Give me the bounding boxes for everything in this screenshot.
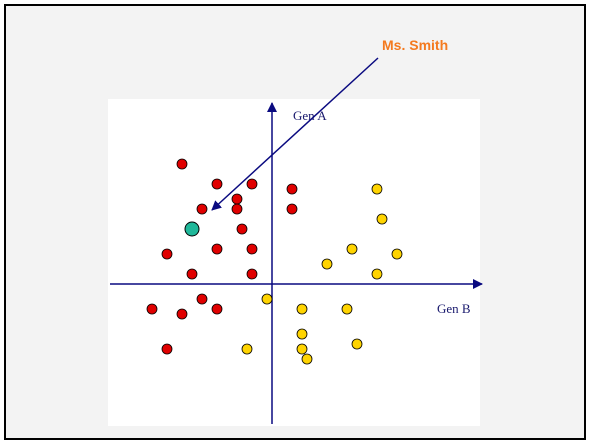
yellow-point — [301, 353, 313, 365]
red-point — [176, 158, 188, 170]
red-point — [176, 308, 188, 320]
red-point — [161, 248, 173, 260]
yellow-point — [296, 303, 308, 315]
red-point — [286, 183, 298, 195]
red-point — [196, 203, 208, 215]
red-point — [246, 268, 258, 280]
red-point — [186, 268, 198, 280]
yellow-point — [341, 303, 353, 315]
red-point — [286, 203, 298, 215]
yellow-point — [261, 293, 273, 305]
ms-smith-point — [184, 221, 200, 237]
yellow-point — [296, 343, 308, 355]
red-point — [211, 243, 223, 255]
yellow-point — [351, 338, 363, 350]
red-point — [246, 178, 258, 190]
red-point — [161, 343, 173, 355]
red-point — [246, 243, 258, 255]
gen-b-axis-label: Gen B — [437, 301, 471, 316]
yellow-point — [376, 213, 388, 225]
plot-panel — [108, 99, 480, 426]
yellow-point — [371, 183, 383, 195]
red-point — [231, 203, 243, 215]
yellow-point — [241, 343, 253, 355]
red-point — [231, 193, 243, 205]
red-point — [196, 293, 208, 305]
red-point — [211, 178, 223, 190]
callout-arrow-line — [211, 57, 379, 211]
red-point — [236, 223, 248, 235]
yellow-point — [391, 248, 403, 260]
ms-smith-label: Ms. Smith — [382, 37, 449, 53]
yellow-point — [296, 328, 308, 340]
red-point — [146, 303, 158, 315]
yellow-point — [371, 268, 383, 280]
red-point — [211, 303, 223, 315]
yellow-point — [346, 243, 358, 255]
yellow-point — [321, 258, 333, 270]
